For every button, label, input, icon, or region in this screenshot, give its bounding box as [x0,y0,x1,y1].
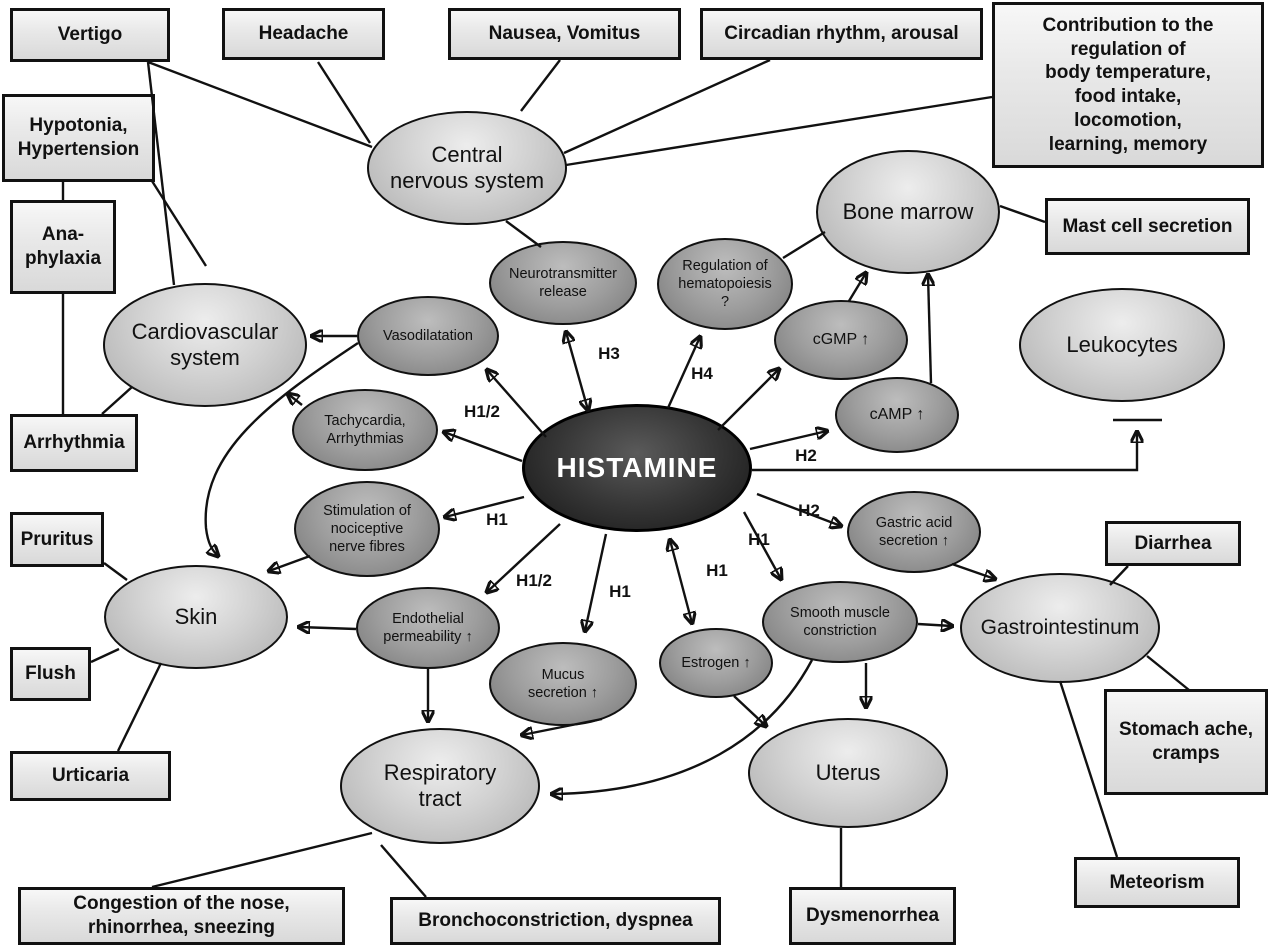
box-anaphylaxia: Ana- phylaxia [10,200,116,294]
ellipse-uterus: Uterus [748,718,948,828]
line-urticaria-skin [116,662,163,752]
box-arrhythmia: Arrhythmia [10,414,138,472]
receptor-label-h12-endothelial: H1/2 [516,571,552,590]
ellipse-estrogen: Estrogen ↑ [659,628,773,698]
arrow-histamine-nociceptive-h1 [445,495,525,517]
arrow-histamine-estrogen-h1 [670,540,692,623]
arrow-histamine-tachycardia [444,432,523,463]
arrow-nociceptive-skin [269,554,311,571]
box-flush: Flush [10,647,91,701]
box-nausea-vomitus: Nausea, Vomitus [448,8,681,60]
ellipse-endothelial-permeability: Endothelial permeability ↑ [356,587,500,669]
arrow-cgmp-bonemarrow [847,273,866,302]
receptor-label-h12-vasodilatation: H1/2 [464,402,500,421]
box-congestion-rhinorrhea: Congestion of the nose, rhinorrhea, snee… [18,887,345,945]
arrow-gastricacid-gastro [951,562,995,579]
ellipse-nociceptive-fibres: Stimulation of nociceptive nerve fibres [294,481,440,577]
ellipse-respiratory-tract: Respiratory tract [340,728,540,844]
arrow-estrogen-uterus [733,695,766,726]
receptor-label-h1-smooth-muscle: H1 [748,530,770,549]
line-hypotonia-cardiovascular [150,180,208,267]
receptor-label-h4: H4 [691,364,713,383]
ellipse-tachycardia-arrhythmias: Tachycardia, Arrhythmias [292,389,438,471]
box-urticaria: Urticaria [10,751,171,801]
ellipse-gastric-acid-secretion: Gastric acid secretion ↑ [847,491,981,573]
line-respiratory-bronchoconstriction [380,844,427,898]
receptor-label-h3: H3 [598,344,620,363]
arrow-histamine-mucus-h1 [585,533,608,631]
box-vertigo: Vertigo [10,8,170,62]
arrow-endothelial-skin [299,627,357,629]
receptor-label-h1-nociceptive: H1 [486,510,508,529]
box-headache: Headache [222,8,385,60]
line-gastro-stomachache [1146,655,1190,691]
box-meteorism: Meteorism [1074,857,1240,908]
box-circadian-rhythm: Circadian rhythm, arousal [700,8,983,60]
ellipse-bone-marrow: Bone marrow [816,150,1000,274]
receptor-label-h1-estrogen: H1 [706,561,728,580]
box-contribution-regulation: Contribution to the regulation of body t… [992,2,1264,168]
receptor-label-h2-camp: H2 [795,446,817,465]
line-flush-skin [90,647,120,664]
box-diarrhea: Diarrhea [1105,521,1241,566]
box-pruritus: Pruritus [10,512,104,567]
line-nausea-cns [520,59,561,112]
ellipse-gastrointestinum: Gastrointestinum [960,573,1160,683]
arrow-smoothmuscle-gastro [917,624,952,626]
ellipse-histamine: HISTAMINE [522,404,752,532]
line-headache-cns [316,61,372,144]
line-pruritus-skin [103,562,128,581]
ellipse-central-nervous-system: Central nervous system [367,111,567,225]
ellipse-smooth-muscle-constriction: Smooth muscle constriction [762,581,918,663]
arrow-tachycardia-cardiovascular [288,394,303,406]
box-mast-cell-secretion: Mast cell secretion [1045,198,1250,255]
ellipse-cardiovascular-system: Cardiovascular system [103,283,307,407]
ellipse-camp: cAMP ↑ [835,377,959,453]
arrow-histamine-cgmp [717,369,779,431]
box-hypotonia-hypertension: Hypotonia, Hypertension [2,94,155,182]
box-stomach-ache-cramps: Stomach ache, cramps [1104,689,1268,795]
line-bonemarrow-mastcell [999,204,1046,224]
ellipse-skin: Skin [104,565,288,669]
ellipse-leukocytes: Leukocytes [1019,288,1225,402]
box-dysmenorrhea: Dysmenorrhea [789,887,956,945]
line-arrhythmia-cardiovascular [101,386,133,415]
ellipse-cgmp: cGMP ↑ [774,300,908,380]
line-vertigo-cns [147,60,373,149]
line-hematopoiesis-bonemarrow [782,230,826,260]
ellipse-regulation-hematopoiesis: Regulation of hematopoiesis ? [657,238,793,330]
box-bronchoconstriction-dyspnea: Bronchoconstriction, dyspnea [390,897,721,945]
ellipse-mucus-secretion: Mucus secretion ↑ [489,642,637,726]
line-circadian-cns [563,58,771,155]
arrow-camp-bonemarrow [928,275,931,384]
line-respiratory-congestion [151,831,373,889]
ellipse-vasodilatation: Vasodilatation [357,296,499,376]
arrow-histamine-neurotransmitter-h3 [566,332,588,410]
receptor-label-h1-mucus: H1 [609,582,631,601]
receptor-label-h2-gastric: H2 [798,501,820,520]
ellipse-neurotransmitter-release: Neurotransmitter release [489,241,637,325]
